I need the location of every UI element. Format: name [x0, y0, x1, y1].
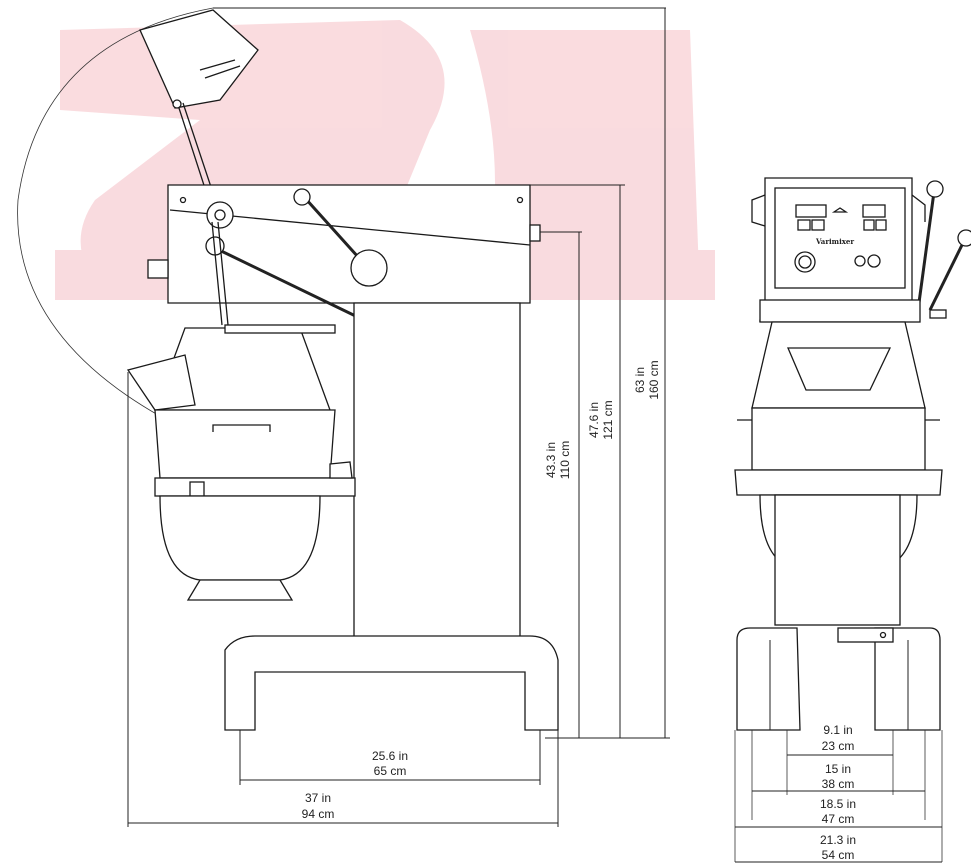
- mixer-side-view: [17, 7, 559, 827]
- dim-front-inner-feet-imperial: 9.1 in: [823, 723, 852, 737]
- dim-side-inner-width-metric: 65 cm: [374, 764, 407, 778]
- dim-frame-height-metric: 121 cm: [601, 400, 615, 439]
- mixer-front-view: Varimixer: [734, 177, 971, 862]
- dim-front-total-imperial: 21.3 in: [820, 833, 856, 847]
- dim-side-outer-width-imperial: 37 in: [305, 791, 331, 805]
- dim-total-height-metric: 160 cm: [647, 360, 661, 399]
- dim-front-base-imperial: 18.5 in: [820, 797, 856, 811]
- dim-front-base-metric: 47 cm: [822, 812, 855, 826]
- dim-front-feet-metric: 38 cm: [822, 777, 855, 791]
- height-dimension-lines: [213, 7, 670, 739]
- dim-total-height-imperial: 63 in: [633, 367, 647, 393]
- dim-front-feet-imperial: 15 in: [825, 762, 851, 776]
- dim-bowl-height-metric: 110 cm: [558, 441, 572, 479]
- dim-front-total-metric: 54 cm: [822, 848, 855, 862]
- dim-frame-height-imperial: 47.6 in: [587, 402, 601, 438]
- dim-front-inner-feet-metric: 23 cm: [822, 739, 855, 753]
- panel-brand-label: Varimixer: [815, 237, 854, 246]
- dim-side-outer-width-metric: 94 cm: [302, 807, 335, 821]
- dim-side-inner-width-imperial: 25.6 in: [372, 749, 408, 763]
- dim-bowl-height-imperial: 43.3 in: [544, 442, 558, 478]
